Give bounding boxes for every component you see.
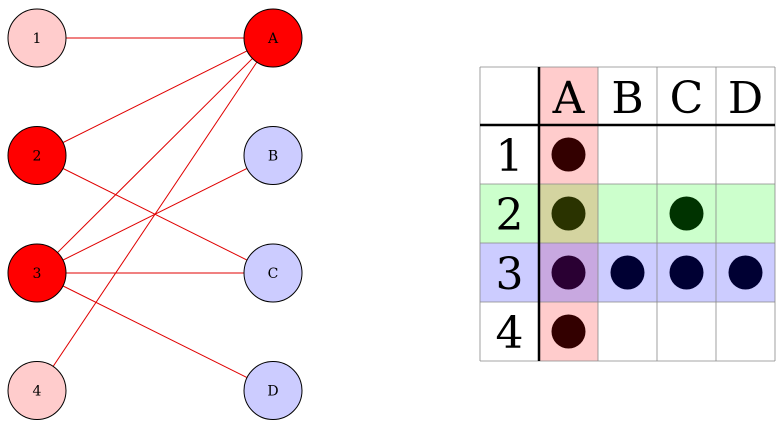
cell-dot-2-C (669, 196, 704, 231)
cell-dot-4-A (551, 314, 586, 349)
node-B[interactable]: B (243, 126, 303, 185)
node-D[interactable]: D (243, 361, 303, 420)
row-highlight-2 (480, 184, 775, 243)
column-header-C: C (670, 73, 704, 124)
node-label: 3 (33, 266, 42, 282)
edge-3-A (36, 37, 274, 274)
node-circle (243, 8, 303, 68)
cell-dot-1-A (551, 137, 586, 172)
node-circle (243, 126, 303, 185)
column-header-A: A (552, 73, 586, 124)
node-label: 1 (33, 31, 42, 47)
node-label: B (268, 149, 278, 165)
node-circle (7, 8, 67, 68)
row-header-1: 1 (496, 131, 524, 182)
node-label: 4 (33, 384, 42, 400)
node-label: C (268, 266, 279, 282)
node-circle (7, 243, 67, 303)
cell-dot-3-B (610, 255, 645, 290)
cell-dot-2-A (551, 196, 586, 231)
column-header-D: D (728, 73, 763, 124)
node-1[interactable]: 1 (7, 8, 67, 68)
node-circle (243, 243, 303, 303)
node-circle (7, 361, 67, 420)
node-circle (7, 126, 67, 185)
node-circle (243, 361, 303, 420)
row-header-2: 2 (496, 190, 524, 241)
node-4[interactable]: 4 (7, 361, 67, 420)
node-label: 2 (33, 149, 42, 165)
cell-dot-3-A (551, 255, 586, 290)
graph-nodes: 1 2 3 4 A B C D (7, 8, 303, 420)
cell-dot-3-D (728, 255, 763, 290)
cell-dot-3-C (669, 255, 704, 290)
node-label: A (267, 31, 279, 47)
node-C[interactable]: C (243, 243, 303, 303)
node-A[interactable]: A (243, 8, 303, 68)
node-label: D (267, 384, 278, 400)
node-3[interactable]: 3 (7, 243, 67, 303)
edge-2-A (36, 37, 274, 156)
graph-edges (36, 37, 274, 391)
edge-4-A (36, 37, 274, 391)
row-header-3: 3 (496, 249, 524, 300)
column-header-B: B (611, 73, 643, 124)
row-header-4: 4 (496, 308, 524, 359)
edge-3-D (36, 272, 274, 391)
node-2[interactable]: 2 (7, 126, 67, 185)
